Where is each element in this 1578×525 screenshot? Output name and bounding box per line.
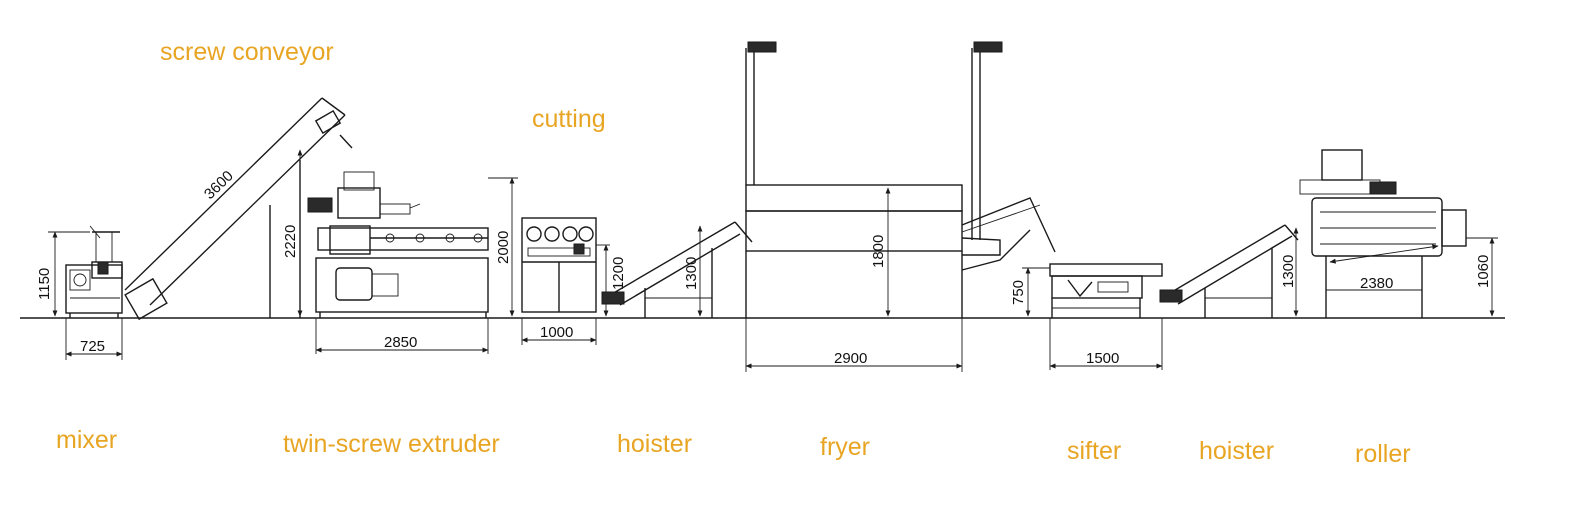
roller-height-label: 1060 (1475, 255, 1492, 288)
cutting-width-dim (521, 318, 597, 345)
sifter-width-label: 1500 (1086, 350, 1119, 367)
extruder-machine (307, 171, 489, 318)
sifter-height-dim (1022, 267, 1050, 317)
mixer-height-label: 1150 (36, 268, 53, 300)
label-hoister-2: hoister (1199, 437, 1274, 465)
label-mixer: mixer (56, 426, 117, 454)
extruder-width-dim (315, 318, 489, 354)
label-screw-conveyor: screw conveyor (160, 38, 334, 66)
label-hoister-1: hoister (617, 430, 692, 458)
cutting-height-dim (596, 244, 610, 317)
fryer-height-label: 1800 (870, 235, 887, 268)
hoister-1-height-label: 1300 (683, 257, 700, 290)
extruder-width-label: 2850 (384, 334, 417, 351)
extruder-height-label: 2000 (495, 231, 512, 264)
extruder-height-dim (488, 177, 518, 317)
label-twin-screw-extruder: twin-screw extruder (283, 430, 500, 458)
mixer-width-dim (65, 318, 123, 360)
fryer-width-label: 2900 (834, 350, 867, 367)
sifter-width-dim (1049, 318, 1163, 370)
extruder-total-height-label: 2220 (282, 225, 299, 258)
mixer-width-label: 725 (80, 338, 105, 355)
fryer-machine (745, 41, 1056, 318)
hoister-2-height-label: 1300 (1280, 255, 1297, 288)
sifter-height-label: 750 (1010, 280, 1027, 305)
roller-machine (1299, 149, 1467, 318)
cutting-machine (521, 217, 597, 313)
hoister-2-machine (1159, 224, 1299, 318)
roller-height-dim (1466, 237, 1498, 317)
label-fryer: fryer (820, 433, 870, 461)
mixer-machine (65, 225, 123, 318)
label-roller: roller (1355, 440, 1411, 468)
label-cutting: cutting (532, 105, 606, 133)
roller-length-dim (1329, 244, 1439, 264)
cutting-height-label: 1200 (610, 257, 627, 290)
cutting-width-label: 1000 (540, 324, 573, 341)
sifter-machine (1049, 263, 1163, 318)
roller-length-label: 2380 (1360, 275, 1393, 292)
fryer-width-dim (745, 318, 963, 372)
label-sifter: sifter (1067, 437, 1121, 465)
mixer-height-dim (48, 231, 90, 317)
hoister-1-machine (601, 221, 753, 318)
